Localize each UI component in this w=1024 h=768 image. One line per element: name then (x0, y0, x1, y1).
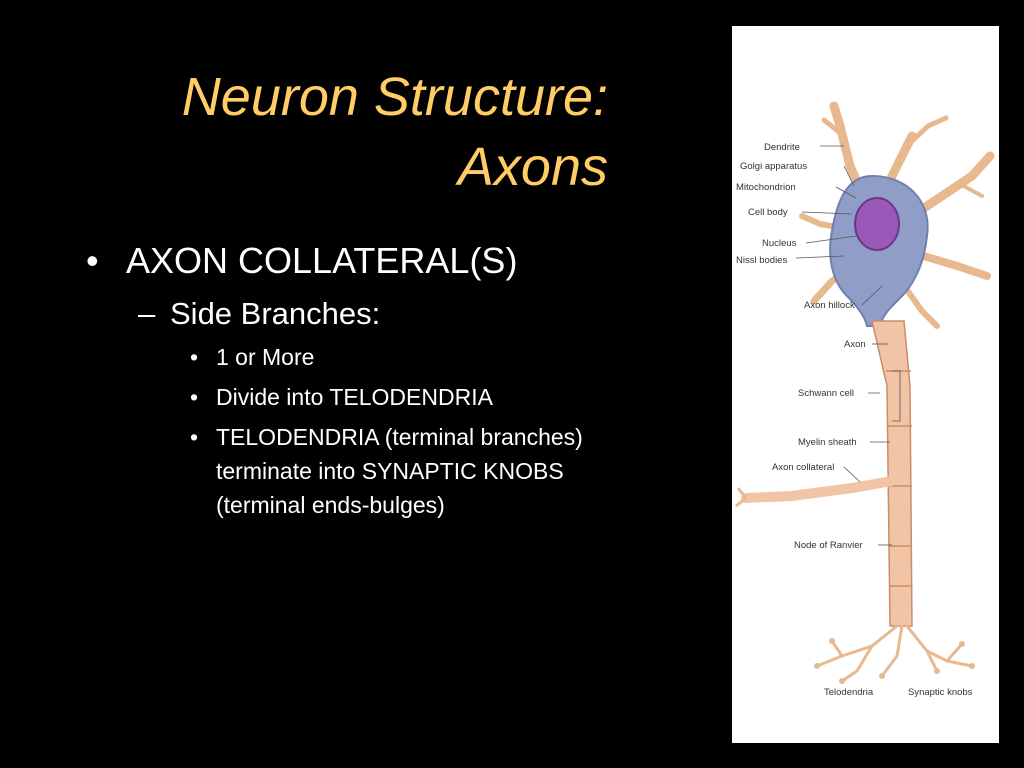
bullet-marker: • (86, 240, 99, 281)
bullet-text: 1 or More (216, 344, 315, 370)
bullet-level-3: • 1 or More (86, 340, 606, 374)
bullet-level-2: – Side Branches: (86, 294, 606, 334)
bullet-list: • AXON COLLATERAL(S) – Side Branches: • … (86, 238, 606, 522)
bullet-level-3: • TELODENDRIA (terminal branches) termin… (86, 420, 606, 522)
bullet-text: Side Branches: (170, 296, 381, 331)
synaptic-knobs (814, 638, 975, 684)
nucleus (854, 197, 900, 251)
label-axon-collateral: Axon collateral (772, 462, 834, 473)
bullet-text: Divide into TELODENDRIA (216, 384, 493, 410)
label-golgi-apparatus: Golgi apparatus (740, 161, 807, 172)
axon (871, 320, 913, 627)
label-cell-body: Cell body (748, 207, 788, 218)
bullet-level-3: • Divide into TELODENDRIA (86, 380, 606, 414)
neuron-diagram: Dendrite Golgi apparatus Mitochondrion C… (735, 101, 995, 698)
slide-title-line-2: Axons (457, 137, 608, 197)
bullet-marker: • (190, 344, 199, 370)
label-synaptic-knobs: Synaptic knobs (908, 687, 973, 698)
bullet-text: TELODENDRIA (terminal branches) terminat… (216, 424, 583, 518)
label-axon: Axon (844, 339, 866, 350)
label-axon-hillock: Axon hillock (804, 300, 855, 311)
bullet-text: AXON COLLATERAL(S) (126, 240, 518, 281)
dash-marker: – (138, 296, 156, 331)
label-schwann-cell: Schwann cell (798, 388, 854, 399)
slide-title-line-1: Neuron Structure: (181, 67, 608, 127)
label-mitochondrion: Mitochondrion (736, 182, 796, 193)
bullet-marker: • (190, 424, 199, 450)
label-myelin-sheath: Myelin sheath (798, 437, 857, 448)
label-dendrite: Dendrite (764, 142, 800, 153)
axon-collateral (741, 476, 897, 503)
label-telodendria: Telodendria (824, 687, 874, 698)
label-nucleus: Nucleus (762, 238, 797, 249)
label-nissl-bodies: Nissl bodies (736, 255, 787, 266)
slide-title: Neuron Structure: Axons (60, 62, 608, 202)
neuron-diagram-panel: Dendrite Golgi apparatus Mitochondrion C… (732, 26, 999, 743)
bullet-level-1: • AXON COLLATERAL(S) (86, 238, 606, 284)
bullet-marker: • (190, 384, 199, 410)
label-node-of-ranvier: Node of Ranvier (794, 540, 863, 551)
telodendria (815, 624, 974, 683)
